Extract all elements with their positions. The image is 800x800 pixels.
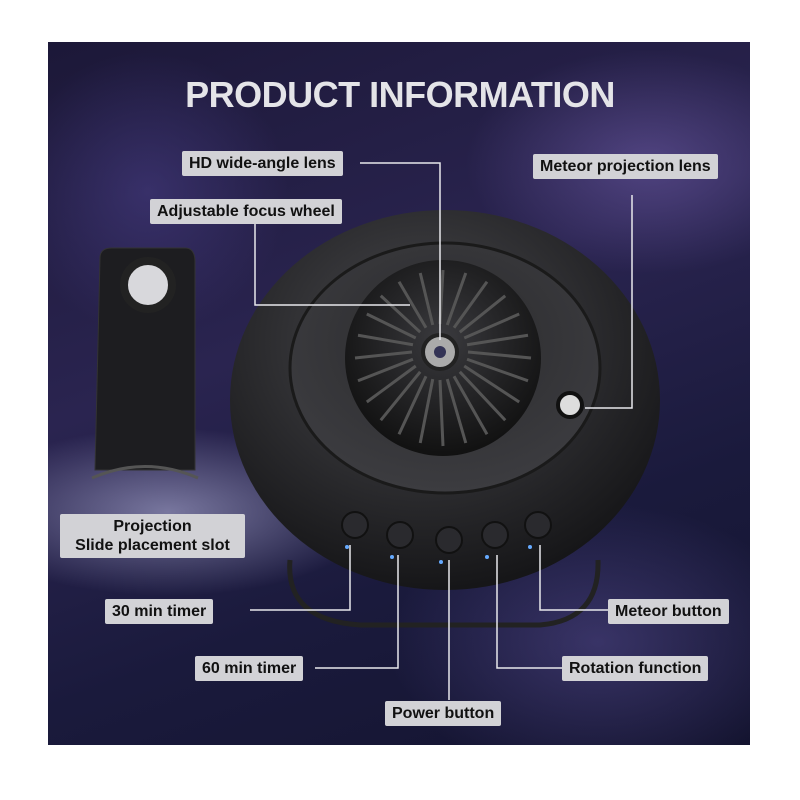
- label-slide-slot: Projection Slide placement slot: [60, 514, 245, 558]
- dome-rib: [366, 312, 417, 340]
- label-60-min-timer: 60 min timer: [195, 656, 304, 681]
- dome-rib: [438, 379, 445, 447]
- callout-lines: [250, 162, 633, 700]
- slide-holder: [91, 247, 199, 480]
- indicator-led: [439, 560, 443, 564]
- dome-rib: [397, 375, 428, 435]
- power-button[interactable]: [435, 526, 463, 554]
- dome-rib: [418, 272, 435, 326]
- dome-rib: [397, 281, 428, 329]
- dome-rib: [458, 370, 507, 422]
- dome-rib: [458, 294, 507, 334]
- label-slide-slot-line1: Projection: [113, 518, 192, 535]
- dome-rib: [452, 375, 489, 435]
- page-title: PRODUCT INFORMATION: [185, 74, 615, 115]
- dome-rib: [379, 370, 422, 422]
- dome-rib: [357, 357, 414, 383]
- dome-rib: [466, 333, 529, 347]
- rotation-button[interactable]: [481, 521, 509, 549]
- dome-rib: [452, 280, 489, 329]
- dome-rib: [354, 350, 413, 360]
- meteor-button[interactable]: [524, 511, 552, 539]
- label-30-min-timer: 30 min timer: [105, 599, 214, 624]
- label-rotation-function: Rotation function: [562, 656, 709, 681]
- indicator-led: [390, 555, 394, 559]
- label-meteor-button: Meteor button: [608, 599, 729, 624]
- dome-rib: [379, 294, 422, 334]
- label-power-button: Power button: [385, 701, 502, 726]
- label-meteor-lens: Meteor projection lens: [533, 154, 718, 179]
- dome-rib: [463, 364, 521, 404]
- dome-rib: [467, 350, 532, 360]
- indicator-led: [528, 545, 532, 549]
- dome-rib: [445, 272, 468, 326]
- dome-rib: [463, 312, 520, 340]
- dome-rib: [365, 364, 417, 404]
- dome-rib: [418, 378, 435, 444]
- dome-rib: [466, 357, 529, 383]
- timer-60-button[interactable]: [386, 521, 414, 549]
- label-slide-slot-line2: Slide placement slot: [75, 537, 230, 554]
- label-focus-wheel: Adjustable focus wheel: [150, 199, 342, 224]
- meteor-lens: [556, 391, 584, 419]
- label-hd-lens: HD wide-angle lens: [182, 151, 343, 176]
- indicator-led: [345, 545, 349, 549]
- dome-rib: [445, 378, 468, 444]
- dome-rib: [357, 333, 414, 347]
- stand: [287, 559, 601, 628]
- indicator-led: [485, 555, 489, 559]
- timer-30-button[interactable]: [341, 511, 369, 539]
